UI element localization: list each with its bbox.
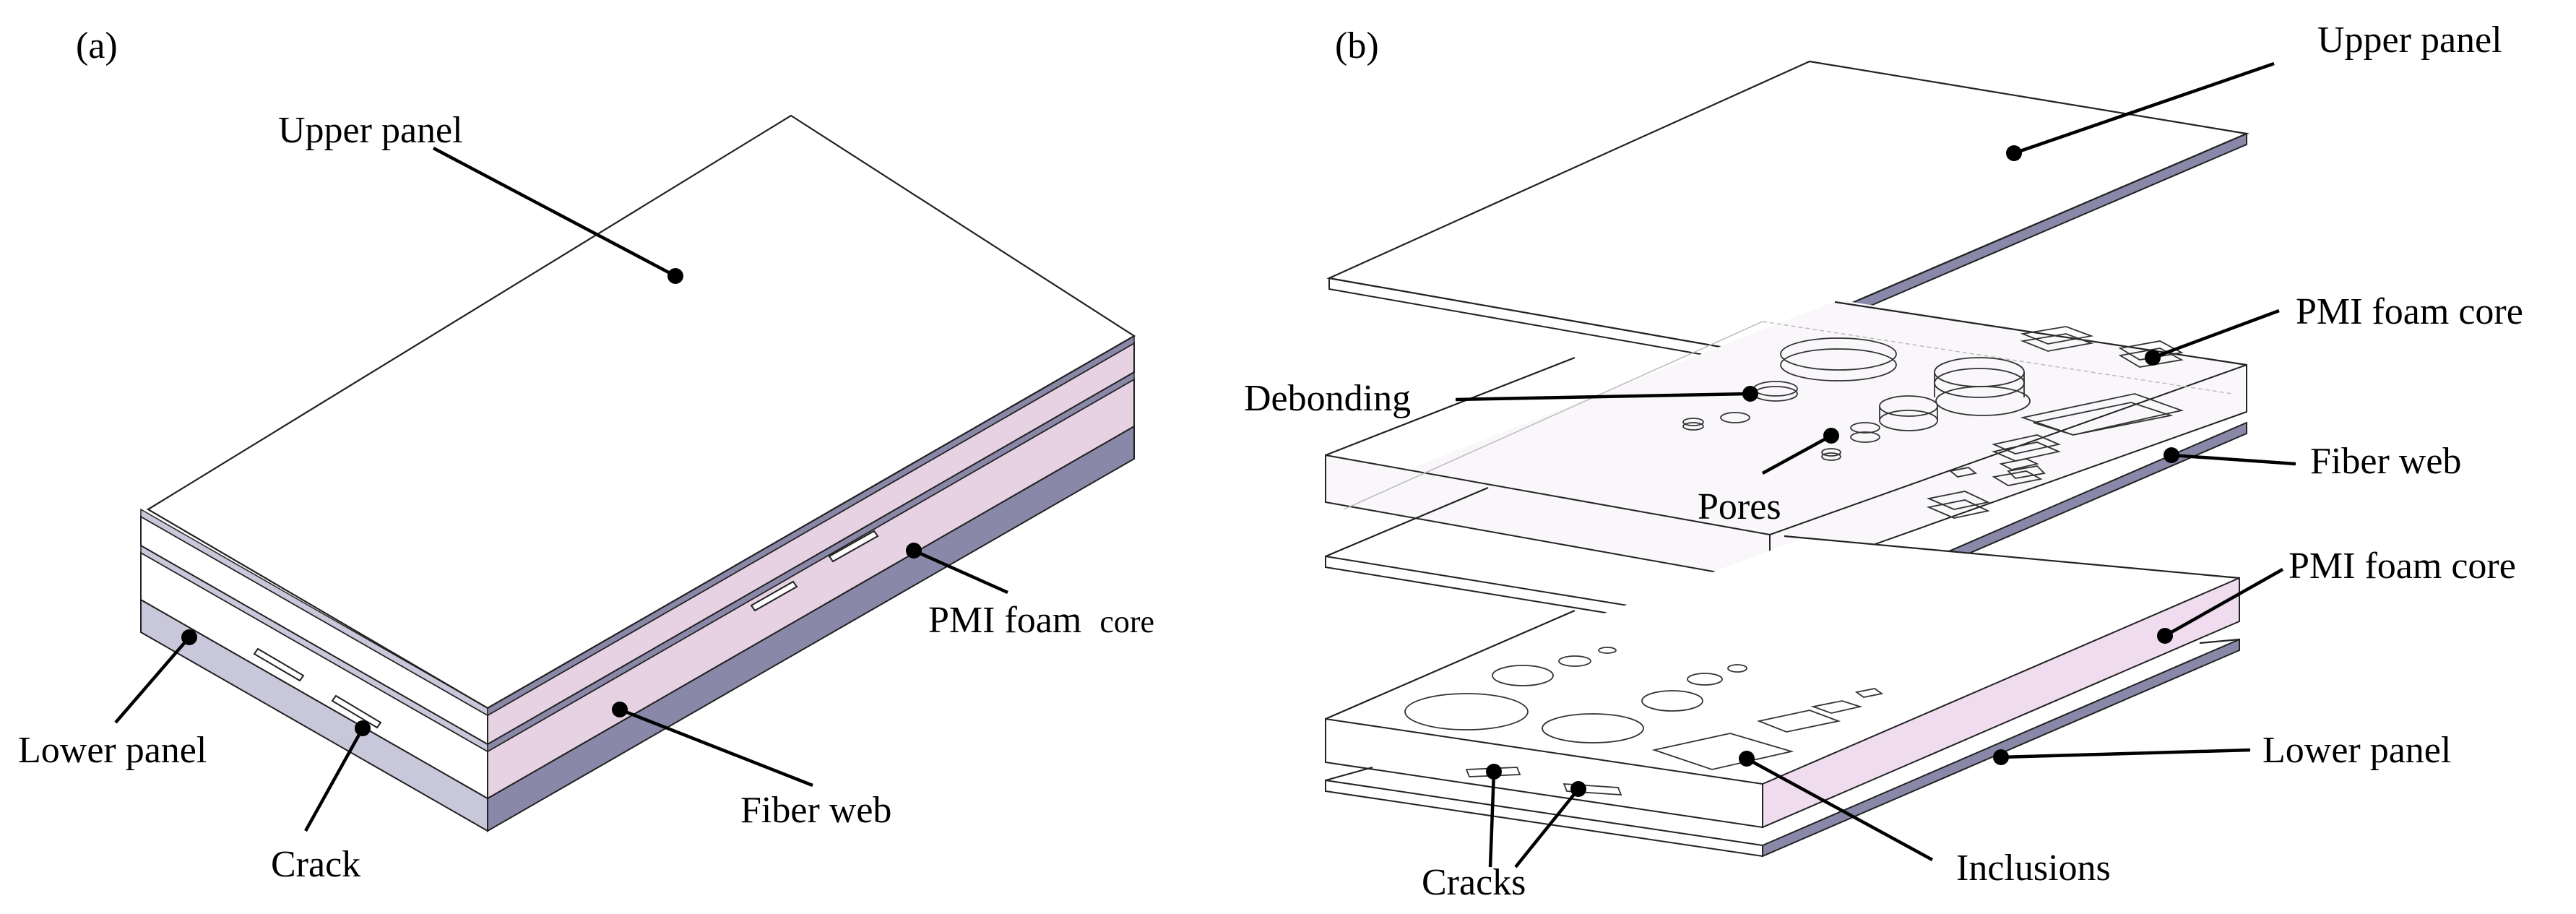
panel-a-fiber-web-label: Fiber web [740,790,891,831]
panel-a-upper-panel-label: Upper panel [278,110,463,151]
panel-b-lower-panel [1325,638,2240,858]
panel-b-fiber-web-label: Fiber web [2310,441,2461,482]
panel-b-lower-foam-core [1325,535,2240,829]
panel-b-pmi-foam-core-bottom-label: PMI foam core [2288,546,2516,587]
panel-a-pmi-foam-core-label-main: PMI foam [928,600,1081,641]
panel-a-pmi-foam-core-label: PMI foam core [928,600,1154,641]
panel-b-defects-top [1682,326,2184,519]
panel-b-lower-panel-label: Lower panel [2262,730,2451,771]
panel-b-leaders [1455,61,2296,868]
panel-b: (b) [1244,20,2523,903]
panel-b-inclusions-label: Inclusions [1956,848,2111,889]
panel-a-lower-panel-label: Lower panel [18,730,207,771]
panel-a-upper-panel [140,114,1136,717]
panel-a-cracks [253,530,879,729]
panel-b-upper-panel [1326,60,2249,363]
panel-b-upper-panel-label: Upper panel [2317,20,2502,61]
panel-b-debonding-label: Debonding [1244,378,1411,419]
panel-a-leaders [114,147,1008,832]
panel-b-cracks-label: Cracks [1422,862,1526,903]
panel-a: (a) [18,25,1154,885]
panel-b-tag: (b) [1335,25,1379,66]
panel-a-pmi-foam-core-label-suffix: core [1099,604,1154,639]
panel-b-pmi-foam-core-top-label: PMI foam core [2296,291,2523,332]
panel-b-upper-foam-core [1325,300,2247,583]
panel-a-tag: (a) [76,25,118,66]
panel-b-pores-label: Pores [1698,486,1781,527]
panel-a-crack-label: Crack [271,844,360,885]
